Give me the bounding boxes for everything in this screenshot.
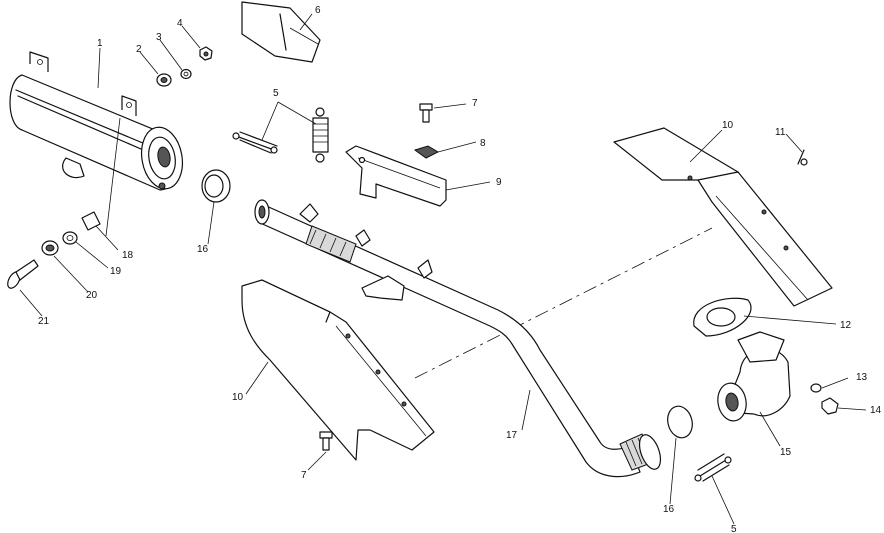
callout-4: 4 [177, 18, 183, 29]
callout-19: 19 [110, 266, 122, 277]
upper-gasket [201, 169, 231, 203]
bolt-bottom [319, 431, 333, 451]
spring-lower [694, 453, 732, 482]
callout-6: 6 [315, 5, 321, 16]
shoulder-bolt [7, 259, 39, 289]
lock-washer [810, 383, 822, 393]
callout-10-left: 10 [232, 392, 244, 403]
callout-11: 11 [775, 127, 786, 138]
callout-5-upper: 5 [273, 88, 279, 99]
alignment-centerline [414, 227, 713, 379]
callout-5-lower: 5 [731, 524, 737, 533]
callout-9: 9 [496, 177, 502, 188]
bolt-top [419, 103, 433, 123]
callout-13: 13 [856, 372, 868, 383]
callout-15: 15 [780, 447, 792, 458]
callout-7-lower: 7 [301, 470, 307, 481]
retaining-clip [797, 149, 808, 166]
hex-nut [199, 46, 213, 61]
callout-16-lower: 16 [663, 504, 675, 515]
callout-18: 18 [122, 250, 134, 261]
mounting-bracket [345, 145, 447, 207]
callout-7-upper: 7 [472, 98, 478, 109]
callout-14: 14 [870, 405, 882, 416]
callout-2: 2 [136, 44, 142, 55]
right-heat-shield [613, 127, 833, 307]
hex-nut-right [821, 397, 839, 415]
spacer [81, 211, 101, 231]
washer [180, 68, 192, 80]
rubber-grommet [413, 145, 440, 159]
callout-10-right: 10 [722, 120, 734, 131]
exhaust-manifold [717, 331, 791, 422]
top-heat-shield [241, 1, 321, 63]
callout-20: 20 [86, 290, 98, 301]
lower-gasket [667, 405, 693, 439]
callout-21: 21 [38, 316, 50, 327]
callout-8: 8 [480, 138, 486, 149]
muffler [9, 51, 184, 191]
callout-1: 1 [97, 38, 103, 49]
spring-upper-right [312, 107, 329, 163]
bushing [41, 240, 59, 256]
exhaust-pipe [254, 199, 662, 478]
callout-16-upper: 16 [197, 244, 209, 255]
callout-3: 3 [156, 32, 162, 43]
callout-17: 17 [506, 430, 518, 441]
flange-nut [156, 73, 172, 87]
spring-upper-left [232, 131, 278, 154]
leader-lines [19, 13, 867, 525]
left-heat-shield [241, 279, 435, 461]
o-ring [62, 231, 78, 245]
callout-12: 12 [840, 320, 852, 331]
flange-gasket [693, 297, 752, 337]
